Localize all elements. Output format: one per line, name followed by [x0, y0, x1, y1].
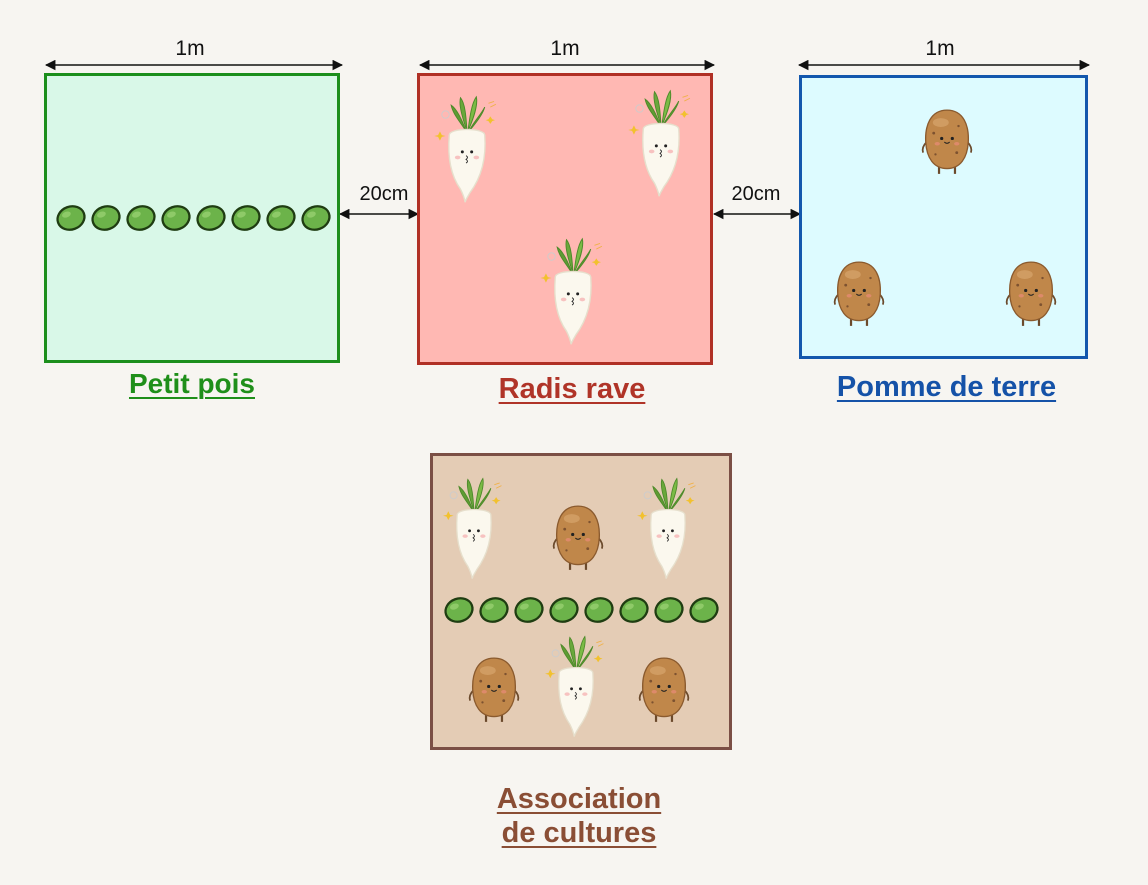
gap-label-2: 20cm — [731, 183, 781, 205]
pea-icon — [548, 596, 580, 624]
pea-icon — [230, 204, 262, 232]
pea-icon — [55, 204, 87, 232]
plot-association — [430, 453, 732, 750]
pea-icon — [653, 596, 685, 624]
gap-label-1: 20cm — [359, 183, 409, 205]
pea-row — [443, 596, 720, 624]
radish-icon — [545, 632, 607, 742]
pea-icon — [90, 204, 122, 232]
width-arrow-pomme-de-terre — [797, 59, 1091, 71]
pea-icon — [300, 204, 332, 232]
potato-icon — [547, 502, 609, 574]
width-label-pomme-de-terre: 1m — [925, 37, 955, 60]
plot-title-association: Association de cultures — [430, 782, 728, 850]
width-arrow-radis-rave — [418, 59, 716, 71]
pea-icon — [125, 204, 157, 232]
radish-icon — [628, 88, 694, 200]
plot-title-petit-pois: Petit pois — [128, 368, 255, 399]
pea-icon — [265, 204, 297, 232]
pea-icon — [443, 596, 475, 624]
width-arrow-petit-pois — [44, 59, 344, 71]
width-label-radis-rave: 1m — [550, 37, 580, 60]
gap-arrow-2 — [712, 208, 802, 220]
pea-icon — [618, 596, 650, 624]
radish-icon — [637, 474, 699, 584]
pea-icon — [478, 596, 510, 624]
potato-icon — [633, 654, 695, 726]
pea-icon — [688, 596, 720, 624]
radish-icon — [540, 236, 606, 348]
pea-icon — [160, 204, 192, 232]
pea-icon — [195, 204, 227, 232]
pea-row — [55, 204, 332, 232]
potato-icon — [1000, 258, 1062, 330]
potato-icon — [828, 258, 890, 330]
pea-icon — [513, 596, 545, 624]
pea-icon — [583, 596, 615, 624]
gap-arrow-1 — [338, 208, 420, 220]
plot-petit-pois — [44, 73, 340, 363]
association-title-line-1: Association — [496, 783, 662, 815]
potato-icon — [916, 106, 978, 178]
potato-icon — [463, 654, 525, 726]
width-label-petit-pois: 1m — [175, 37, 205, 60]
plot-radis-rave — [417, 73, 713, 365]
plot-title-radis-rave: Radis rave — [498, 373, 646, 405]
radish-icon — [434, 94, 500, 206]
radish-icon — [443, 474, 505, 584]
plot-title-pomme-de-terre: Pomme de terre — [836, 371, 1057, 403]
association-title-line-2: de cultures — [501, 817, 657, 849]
plot-pomme-de-terre — [799, 75, 1088, 359]
